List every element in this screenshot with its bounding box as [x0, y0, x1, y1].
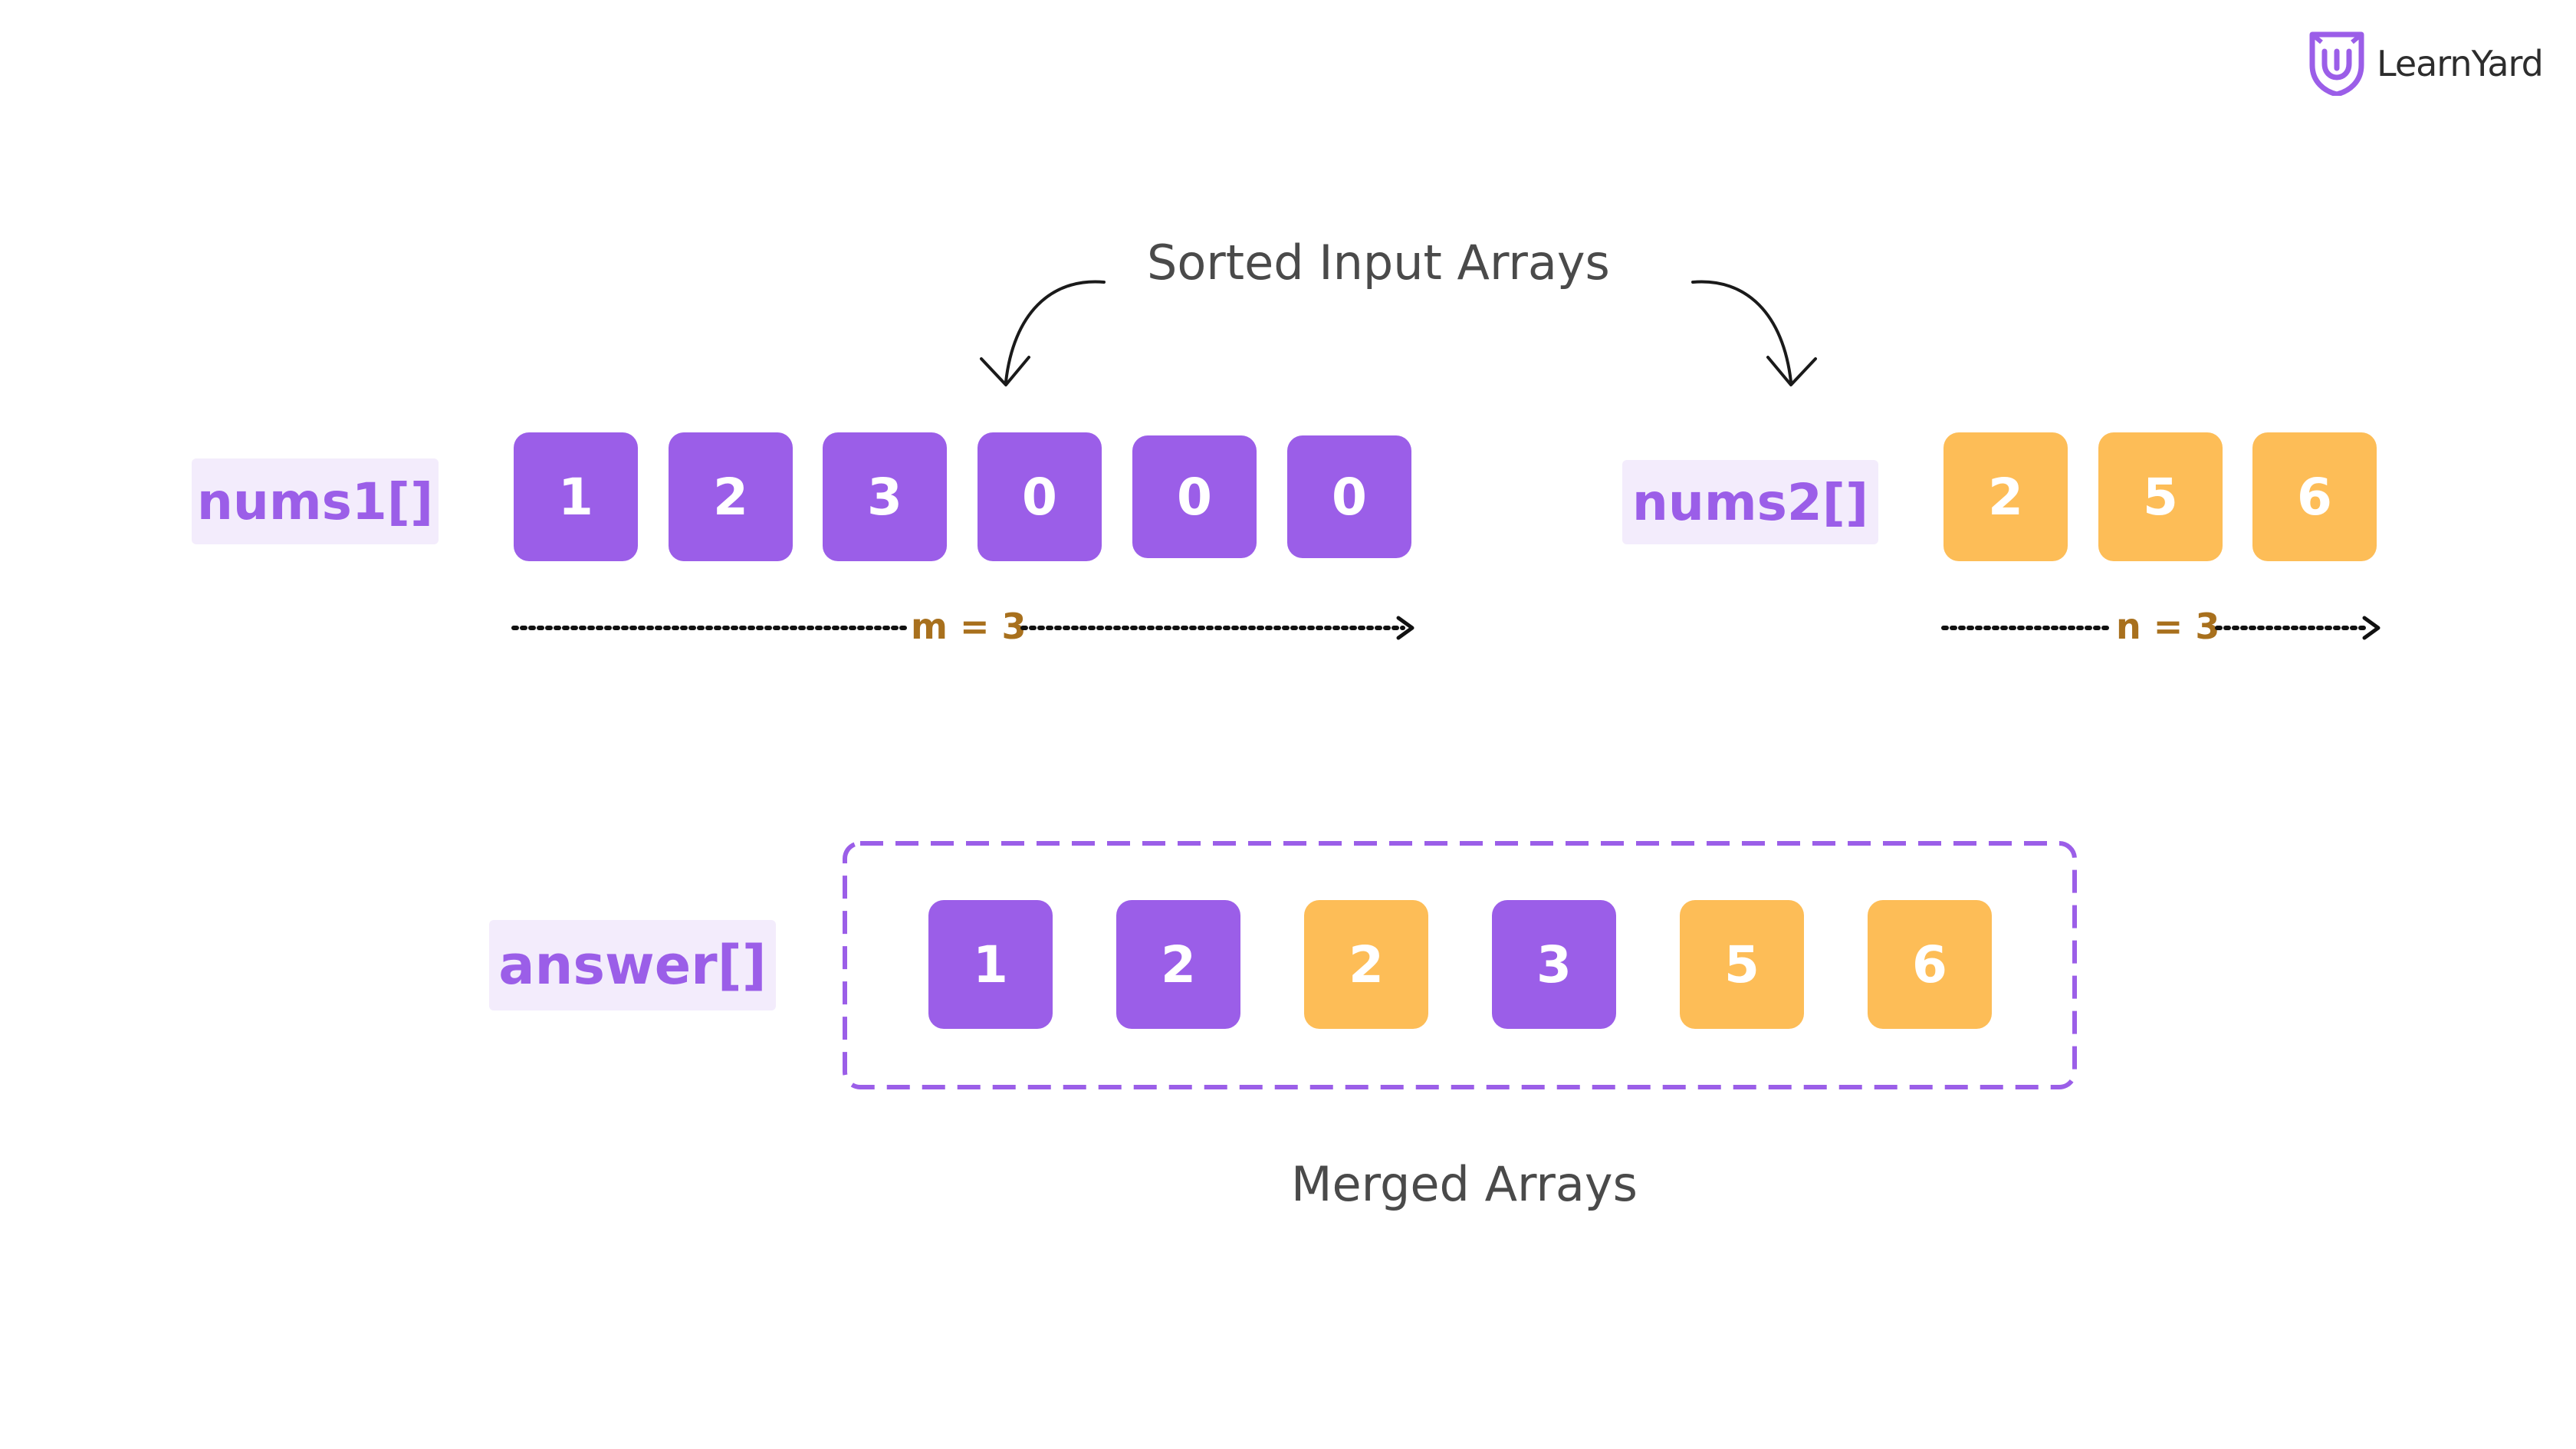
merged-arrays-caption: Merged Arrays — [1291, 1156, 1638, 1212]
logo-text: LearnYard — [2377, 43, 2544, 84]
nums1-cell-3: 0 — [978, 432, 1102, 561]
nums2-label: nums2[] — [1622, 460, 1878, 544]
nums2-length-label: n = 3 — [2116, 606, 2220, 647]
nums1-cell-1: 2 — [669, 432, 793, 561]
answer-cell-4: 5 — [1680, 900, 1804, 1029]
nums1-cell-5: 0 — [1287, 435, 1411, 558]
sorted-input-arrays-caption: Sorted Input Arrays — [1147, 235, 1610, 291]
learnyard-logo: LearnYard — [2308, 29, 2544, 98]
nums1-label: nums1[] — [192, 458, 439, 544]
nums2-cell-0: 2 — [1944, 432, 2068, 561]
answer-cell-0: 1 — [928, 900, 1053, 1029]
nums1-cell-4: 0 — [1132, 435, 1257, 558]
answer-cell-1: 2 — [1116, 900, 1240, 1029]
nums1-cell-2: 3 — [823, 432, 947, 561]
nums1-cell-0: 1 — [514, 432, 638, 561]
answer-cell-5: 6 — [1868, 900, 1992, 1029]
nums2-cell-1: 5 — [2098, 432, 2223, 561]
nums2-cell-2: 6 — [2252, 432, 2377, 561]
answer-cell-2: 2 — [1304, 900, 1428, 1029]
nums1-length-label: m = 3 — [911, 606, 1027, 647]
curved-arrow-right-icon — [1691, 280, 1817, 386]
answer-label: answer[] — [489, 920, 776, 1010]
learnyard-shield-icon — [2309, 31, 2364, 96]
curved-arrow-left-icon — [980, 280, 1106, 386]
answer-cell-3: 3 — [1492, 900, 1616, 1029]
